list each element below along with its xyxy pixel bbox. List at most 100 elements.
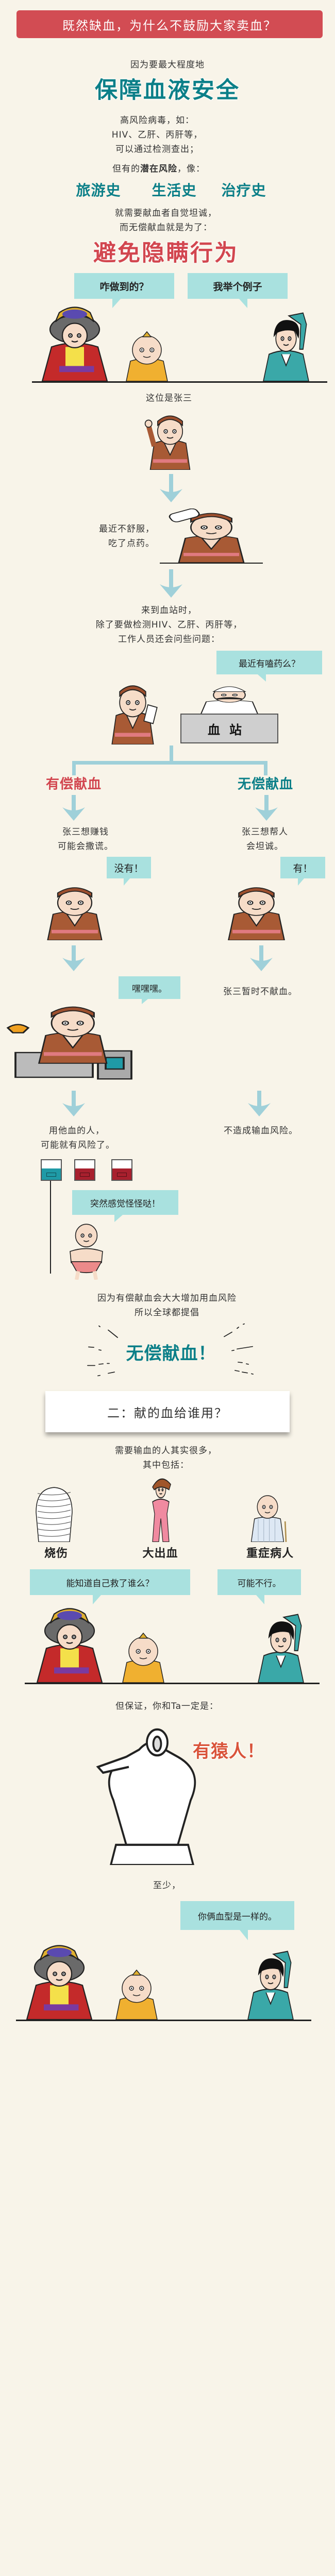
speech-bubble: 嘿嘿嘿。 xyxy=(119,976,180,999)
burst-lines-icon xyxy=(87,1323,254,1377)
paid-text: 可能会撒谎。 xyxy=(58,841,113,852)
station-block: 来到血站时， 除了要做检测HIV、乙肝、丙肝等， 工作人员还会问些问题： 最近有… xyxy=(0,569,335,775)
bubble-tail xyxy=(298,878,304,886)
oldman-illustration xyxy=(250,1495,287,1542)
critical-patient-figure xyxy=(244,1490,291,1542)
ape-label: 有猿人！ xyxy=(193,1741,265,1762)
paid-donation-label: 有偿献血 xyxy=(45,776,102,792)
bubble-tail xyxy=(93,1595,101,1604)
emperor-illustration xyxy=(126,331,168,381)
arrow-down-icon xyxy=(62,945,85,971)
honest-text: 而无偿献血就是为了： xyxy=(120,222,212,233)
scholar-character xyxy=(242,1948,299,2020)
woman-illustration xyxy=(152,1478,171,1542)
headline-unpaid-donation: 无偿献血！ xyxy=(126,1343,216,1364)
emperor-character xyxy=(118,1632,169,1683)
blood-bag-icon xyxy=(111,1159,132,1181)
history-treatment: 治疗史 xyxy=(221,182,266,199)
table-line xyxy=(16,2020,311,2021)
zs-wave-illustration xyxy=(144,415,191,470)
empress-character xyxy=(36,305,113,381)
scholar-character xyxy=(253,1612,309,1683)
arrow-down-icon xyxy=(248,1091,271,1116)
doctor-illustration xyxy=(199,686,259,715)
speech-bubble: 没有！ xyxy=(107,857,151,878)
paid-text: 张三想赚钱 xyxy=(62,826,109,837)
arrow-down-icon xyxy=(62,1091,85,1116)
blood-station-desk: 血站 xyxy=(180,714,278,743)
bubble-text: 嘿嘿嘿。 xyxy=(132,984,167,994)
arrow-down-icon xyxy=(255,795,278,821)
recipient-label: 重症病人 xyxy=(246,1547,294,1560)
doctor-speech-bubble: 最近有嗑药么？ xyxy=(216,651,322,674)
header-block: 既然缺血，为什么不鼓励大家卖血？ xyxy=(0,0,335,57)
zhangsan-honest xyxy=(216,883,296,940)
desk-label: 血站 xyxy=(208,722,251,737)
arrow-down-icon xyxy=(62,795,85,821)
mummy-illustration xyxy=(36,1487,73,1542)
intro-block: 因为要最大程度地 保障血液安全 高风险病毒，如： HIV、乙肝、丙肝等， 可以通… xyxy=(0,57,335,268)
empress-character xyxy=(31,1606,108,1683)
scene1-block: 咋做到的？ 我举个例子 xyxy=(0,268,335,389)
blood-fill xyxy=(112,1168,131,1180)
blood-bags-block: 突然感觉怪怪哒！ xyxy=(0,1154,335,1283)
branches-block: 有偿献血 无偿献血 张三想赚钱 可能会撒谎。 张三想帮人 会坦诚。 没有！ 有！… xyxy=(0,775,335,1154)
iv-tube xyxy=(50,1181,51,1274)
zs-sly-illustration xyxy=(47,887,103,940)
bubble-text: 我举个例子 xyxy=(213,281,262,293)
bubble-text: 没有！ xyxy=(114,862,144,874)
story-intro: 这位是张三 xyxy=(146,393,192,403)
empress-illustration xyxy=(26,1945,93,2020)
headline-blood-safety: 保障血液安全 xyxy=(95,77,240,104)
empress-illustration xyxy=(41,307,108,381)
story-intro-block: 这位是张三 最近不舒服， 吃了点药。 xyxy=(0,389,335,569)
baby-illustration xyxy=(70,1224,103,1280)
empress-character xyxy=(21,1943,98,2020)
unpaid-text: 张三想帮人 xyxy=(242,826,288,837)
title-banner: 既然缺血，为什么不鼓励大家卖血？ xyxy=(16,10,323,38)
bubble-text: 有！ xyxy=(293,862,313,874)
bubble-tail xyxy=(258,674,266,682)
recipient-label: 大出血 xyxy=(142,1547,178,1560)
empress-illustration xyxy=(36,1608,103,1683)
gorilla-illustration xyxy=(96,1728,196,1865)
sick-text: 最近不舒服， xyxy=(99,523,155,534)
bubble-tail xyxy=(239,299,247,308)
zhangsan-drinking-medicine xyxy=(165,509,258,563)
zhangsan-with-form xyxy=(103,680,162,744)
bubble-text: 咋做到的？ xyxy=(99,281,149,293)
blood-bag-icon xyxy=(74,1159,95,1181)
section-header: 二：献的血给谁用？ xyxy=(45,1391,290,1432)
speech-bubble: 咋做到的？ xyxy=(74,273,174,299)
at-least-text: 至少， xyxy=(153,1880,181,1891)
section2-block: 二：献的血给谁用？ 需要输血的人其实很多， 其中包括： 烧伤 大出血 重症病人 … xyxy=(0,1391,335,2045)
recipients-intro: 需要输血的人其实很多， xyxy=(115,1445,217,1456)
branch-connector xyxy=(264,761,267,775)
conclusion-text: 因为有偿献血会大大增加用血风险 xyxy=(97,1293,237,1303)
arrow-down-icon xyxy=(250,945,273,971)
unpaid-result: 不造成输血风险。 xyxy=(224,1125,298,1136)
baby-recipient xyxy=(59,1223,113,1280)
bubble-tail xyxy=(240,1930,248,1940)
conclusion-text: 所以全球都提倡 xyxy=(135,1307,199,1318)
bubble-tail xyxy=(124,878,130,886)
emperor-character xyxy=(111,1969,162,2020)
emperor-character xyxy=(121,331,173,381)
history-travel: 旅游史 xyxy=(76,182,121,199)
bubble-text: 突然感觉怪怪哒！ xyxy=(90,1198,160,1209)
zs-honest-illustration xyxy=(228,887,285,940)
branch-connector xyxy=(170,745,173,764)
section-title: 二：献的血给谁用？ xyxy=(107,1405,228,1420)
bubble-tail xyxy=(256,1595,264,1604)
bubble-text: 能知道自己救了谁么？ xyxy=(66,1578,154,1589)
zs-drink-illustration xyxy=(169,509,245,563)
sick-text: 吃了点药。 xyxy=(108,538,155,549)
zhangsan-lying xyxy=(36,883,113,940)
zhangsan-waving xyxy=(142,411,198,470)
scholar-illustration xyxy=(263,312,309,381)
recipient-speech-bubble: 突然感觉怪怪哒！ xyxy=(72,1190,178,1215)
table-line xyxy=(25,1683,320,1684)
recipient-label: 烧伤 xyxy=(44,1547,69,1560)
scholar-illustration xyxy=(258,1614,304,1683)
history-life: 生活史 xyxy=(152,182,197,199)
